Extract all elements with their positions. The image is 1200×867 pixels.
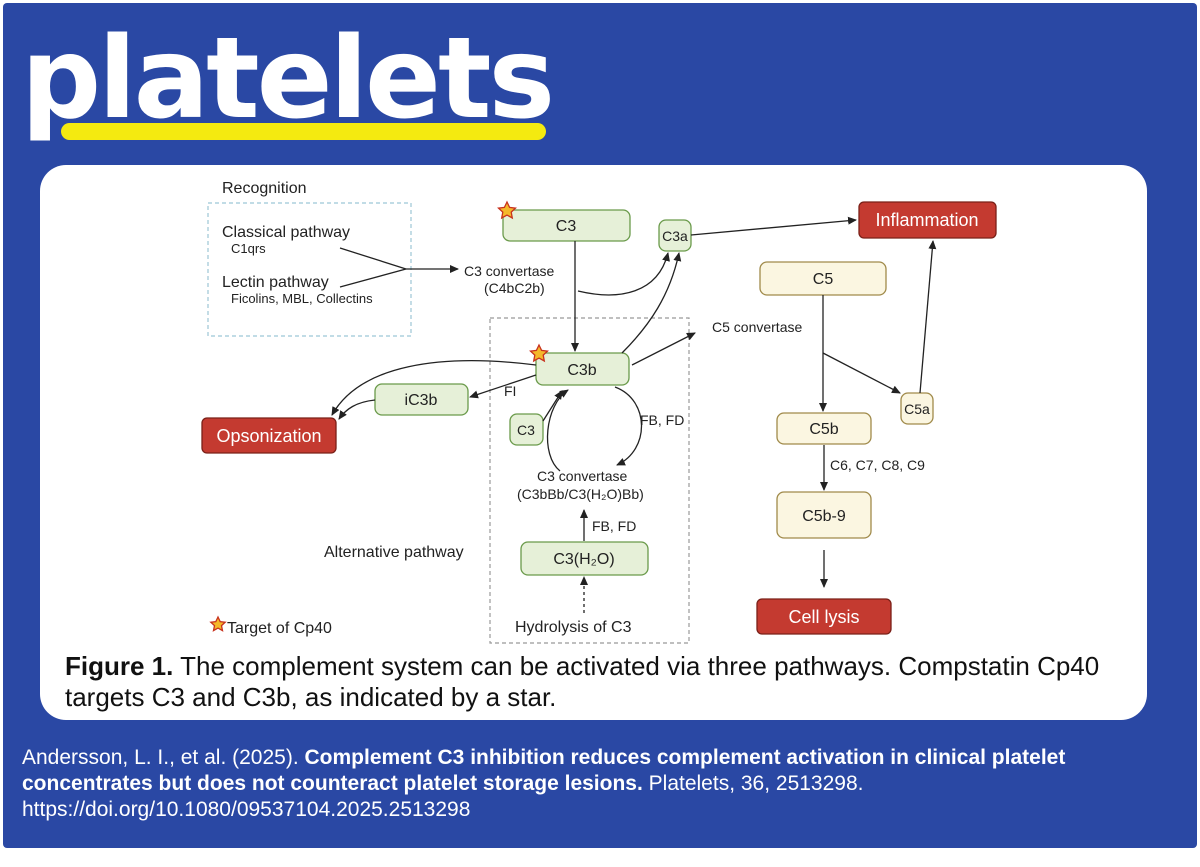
arrow-c3b-to-c3a [621,252,682,354]
c3b-text: C3b [567,362,596,379]
c5b-box [776,412,872,445]
fb-fd-label-loop: FB, FD [640,412,684,428]
opsonization-text: Opsonization [216,426,321,446]
citation-doi[interactable]: https://doi.org/10.1080/09537104.2025.25… [22,798,471,821]
arrow-c3small-to-c3b [542,390,563,422]
citation-journal: Platelets, 36, 2513298. [642,772,864,795]
hydrolysis-label: Hydrolysis of C3 [515,619,632,636]
c5b-text: C5b [809,421,838,438]
cp40-star-icon-c3 [497,200,517,220]
alternative-pathway-label: Alternative pathway [324,544,464,561]
recognition-title: Recognition [222,180,307,197]
c3-top-box [502,209,631,242]
caption-text: The complement system can be activated v… [65,651,1100,712]
classical-pathway-sub: C1qrs [231,241,266,256]
alternative-pathway-dashed-box [489,317,690,644]
arrow-c3b-to-opsonization [331,360,537,416]
c5a-text: C5a [904,401,930,417]
citation-title: Complement C3 inhibition reduces complem… [22,746,1066,795]
c3-small-box [509,413,544,446]
c5b9-text: C5b-9 [802,508,846,525]
arrow-c5a-to-inflammation [919,240,937,394]
figure-card: Recognition Classical pathway C1qrs Lect… [40,165,1147,720]
arrow-c3b-to-ic3b [469,374,537,399]
classical-line [339,247,407,270]
c5a-box [900,392,934,425]
c5-text: C5 [813,271,834,288]
citation-authors: Andersson, L. I., et al. (2025). [22,746,305,769]
legend-label: Target of Cp40 [227,620,332,637]
ic3b-box [374,383,469,416]
cp40-star-icon-c3b [529,343,549,363]
c3-convertase-classical-sub: (C4bC2b) [484,280,545,296]
arrow-loop-left [546,389,569,472]
arrow-ic3b-to-opsonization [338,399,376,420]
c5b9-box [776,491,872,539]
c3b-box [535,352,630,386]
legend-star-icon [209,615,227,632]
arrow-c3b-to-c5-convertase [631,332,696,366]
lectin-pathway-label: Lectin pathway [222,274,329,291]
fb-fd-label-h2o: FB, FD [592,518,636,534]
lectin-line [339,268,407,288]
arrow-c3a-to-inflammation [690,216,857,236]
arrow-loop-right [614,386,643,466]
c3h2o-box [520,541,649,576]
classical-pathway-label: Classical pathway [222,224,350,241]
c5-convertase-label: C5 convertase [712,319,802,335]
arrow-c5-to-c5a [822,352,901,394]
cell-lysis-box [756,598,892,635]
c3h2o-text: C3(H₂O) [553,551,614,568]
citation: Andersson, L. I., et al. (2025). Complem… [22,745,1192,823]
c3a-text: C3a [662,228,688,244]
c3-convertase-alt-sub: (C3bBb/C3(H₂O)Bb) [517,486,644,502]
ic3b-text: iC3b [405,392,438,409]
arrow-convertase-to-c3a [577,252,670,296]
c3-convertase-classical-label: C3 convertase [464,263,554,279]
inflammation-box [858,201,997,239]
complement-diagram: Recognition Classical pathway C1qrs Lect… [201,180,997,644]
fi-label: FI [504,383,516,399]
logo-underline [61,123,546,140]
journal-logo: platelets [21,14,555,144]
c3a-box [658,219,692,252]
c3-top-text: C3 [556,218,577,235]
inflammation-text: Inflammation [875,210,978,230]
lectin-pathway-sub: Ficolins, MBL, Collectins [231,291,373,306]
figure-caption: Figure 1. The complement system can be a… [65,651,1135,713]
c3-convertase-alt-label: C3 convertase [537,468,627,484]
opsonization-box [201,417,337,454]
cell-lysis-text: Cell lysis [788,607,859,627]
c3-small-text: C3 [517,422,535,438]
c6-c9-label: C6, C7, C8, C9 [830,457,925,473]
caption-label: Figure 1. [65,651,174,681]
recognition-dashed-box [207,202,412,337]
